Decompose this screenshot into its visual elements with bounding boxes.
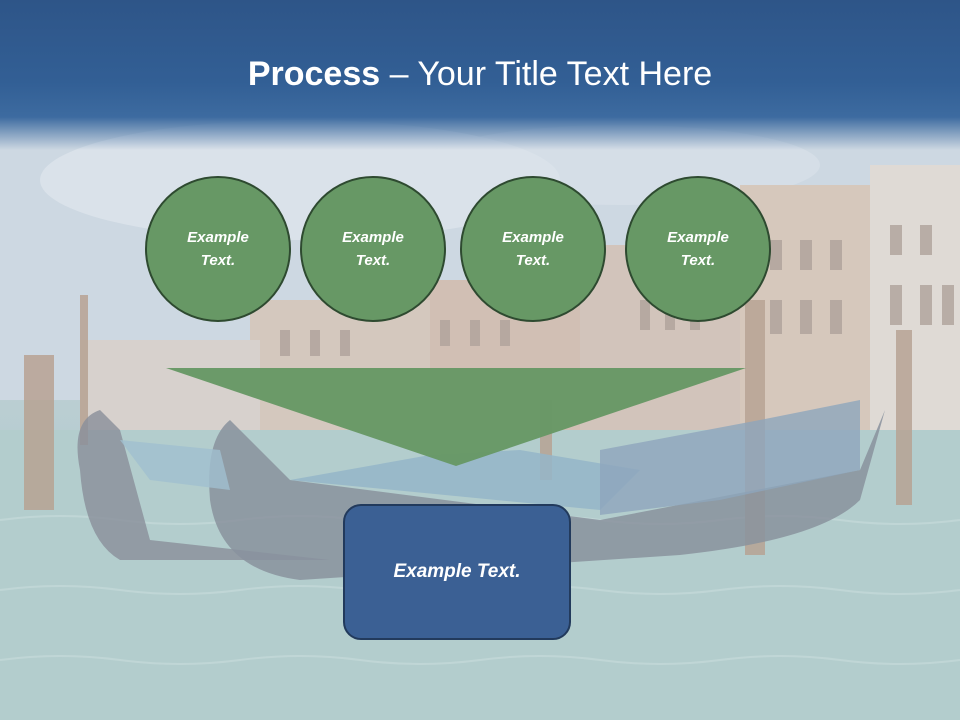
result-label: Example Text. <box>393 561 521 582</box>
process-circle-1[interactable]: Example Text. <box>145 176 291 322</box>
process-circle-2[interactable]: Example Text. <box>300 176 446 322</box>
slide-title: Process – Your Title Text Here <box>0 52 960 96</box>
process-circle-4[interactable]: Example Text. <box>625 176 771 322</box>
title-rest: – Your Title Text Here <box>380 55 713 93</box>
title-band <box>0 0 960 150</box>
process-circle-3[interactable]: Example Text. <box>460 176 606 322</box>
circle-3-label: Example Text. <box>502 229 564 269</box>
title-bold: Process <box>247 55 381 93</box>
result-box[interactable]: Example Text. <box>343 504 571 640</box>
circle-2-label: Example Text. <box>342 229 404 269</box>
circle-1-label: Example Text. <box>187 229 249 269</box>
circle-4-label: Example Text. <box>667 229 729 269</box>
